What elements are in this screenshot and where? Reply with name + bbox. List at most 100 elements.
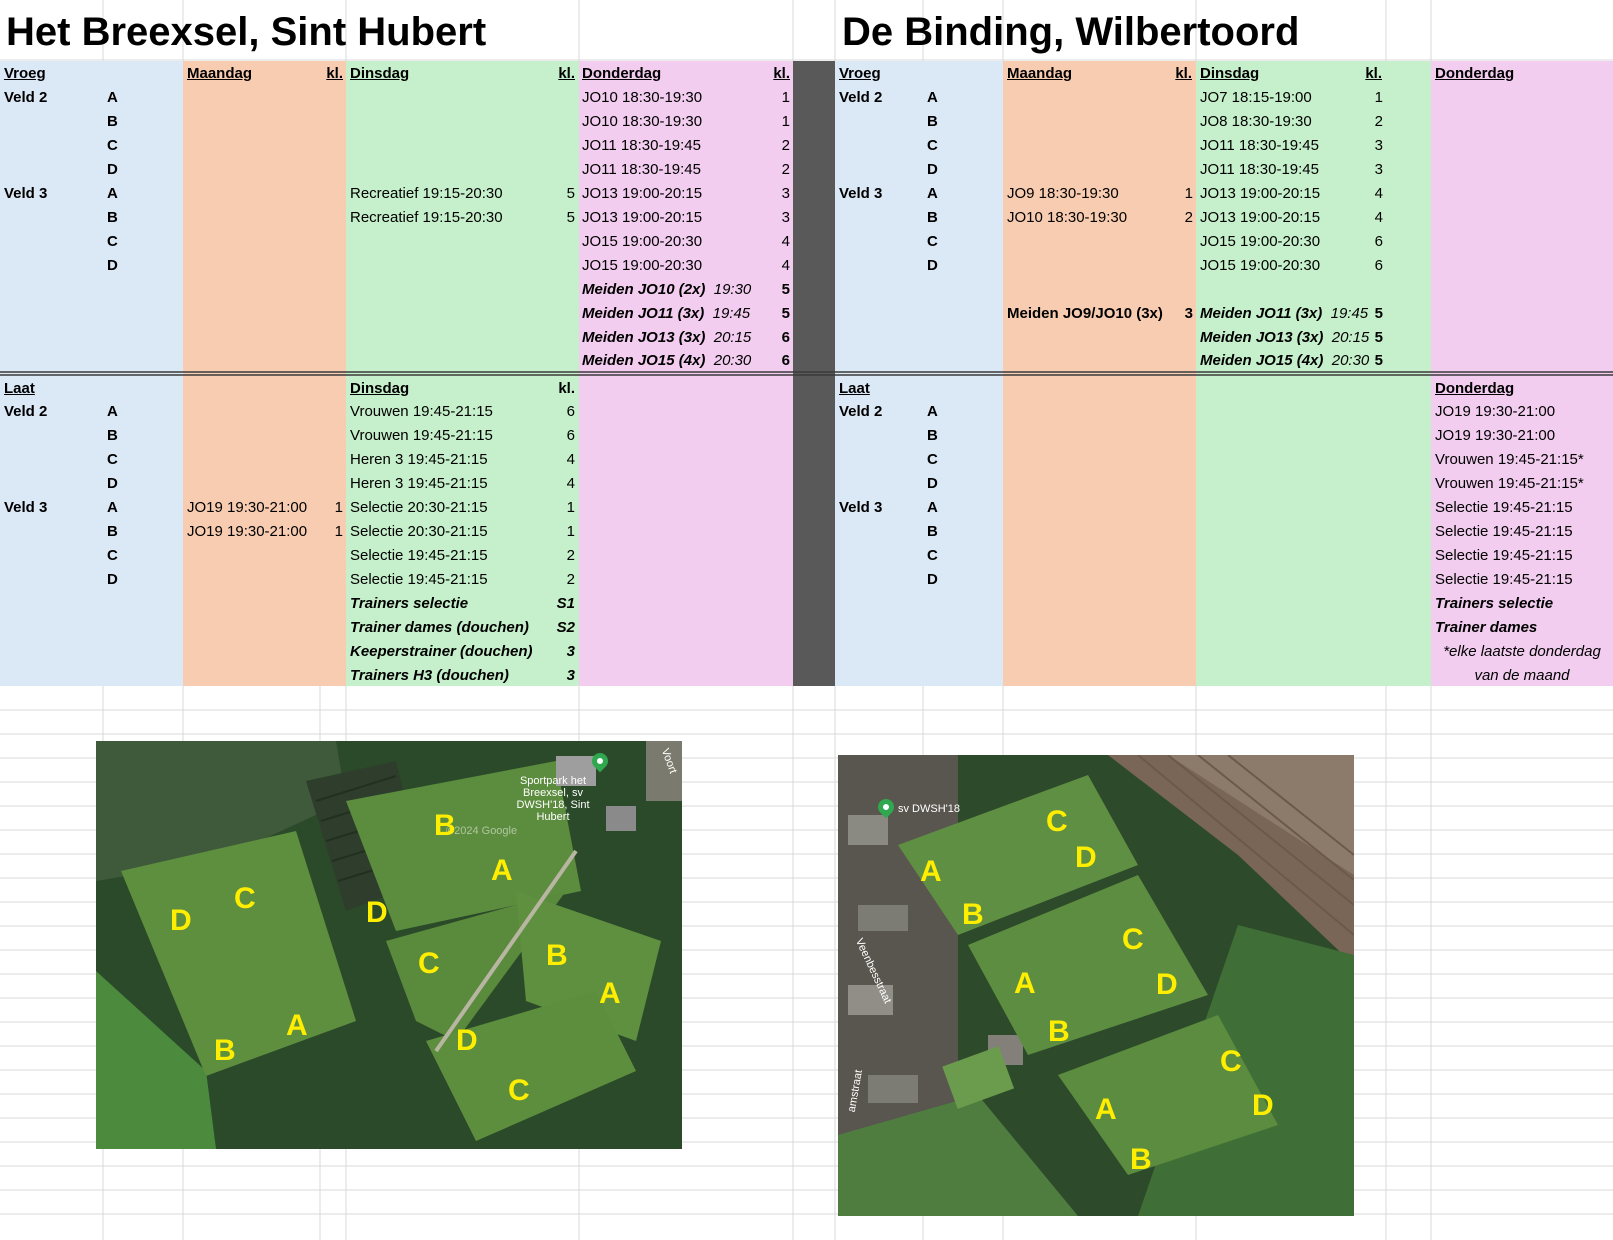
field-letter: A [107,185,118,202]
field-letter: C [927,547,938,564]
training-slot: JO10 18:30-19:30 [582,113,703,130]
training-slot: Heren 3 19:45-21:15 [350,451,488,468]
field-letter: C [927,137,938,154]
class-number: 1 [566,523,575,540]
meiden-time: 20:15 [1331,329,1370,346]
field-label: C [1046,805,1068,838]
field-letter: A [107,89,118,106]
field-label: A [599,977,621,1010]
training-slot: JO19 19:30-21:00 [187,523,308,540]
class-number: 4 [1374,209,1383,226]
class-number: 5 [1374,305,1383,322]
binding-title: De Binding, Wilbertoord [842,10,1300,54]
field-label: C [418,947,440,980]
class-number: 4 [1374,185,1383,202]
training-slot: JO19 19:30-21:00 [187,499,308,516]
dinsdag-header: Dinsdag [1200,65,1260,82]
class-number: 1 [566,499,575,516]
veld-label: Veld 3 [4,499,48,516]
field-label: D [1156,968,1178,1001]
meiden-slot: Meiden JO15 (4x) 20:30 [1200,349,1369,373]
class-number: 5 [566,185,575,202]
training-slot: JO13 19:00-20:15 [582,185,703,202]
donderdag-header: Donderdag [1435,380,1515,397]
veld-label: Veld 3 [4,185,48,202]
class-number: 1 [1184,185,1193,202]
field-letter: D [927,571,938,588]
training-slot: JO15 19:00-20:30 [582,233,703,250]
field-letter: D [107,257,118,274]
field-letter: A [927,185,938,202]
vroeg-header: Vroeg [4,65,46,82]
class-number: 2 [1374,113,1383,130]
laat-header: Laat [4,380,35,397]
training-slot: JO8 18:30-19:30 [1200,113,1312,130]
field-letter: B [107,427,118,444]
field-label: B [214,1034,236,1067]
class-number: 3 [566,667,575,684]
class-number: 2 [1184,209,1193,226]
trainer-slot: Trainers selectie [1435,595,1554,612]
kl-header: kl. [558,380,575,397]
field-letter: C [107,233,118,250]
training-slot: Selectie 19:45-21:15 [1435,523,1573,540]
field-label: B [1048,1015,1070,1048]
place-label: Sportpark het Breexsel, sv DWSH'18, Sint… [516,775,590,823]
class-number: 1 [781,89,790,106]
trainer-slot: Trainers H3 (douchen) [350,667,509,684]
trainer-slot: Keeperstrainer (douchen) [350,643,533,660]
field-letter: D [927,257,938,274]
field-letter: C [107,547,118,564]
meiden-slot: Meiden JO13 (3x) 20:15 [582,326,751,350]
training-slot: Vrouwen 19:45-21:15 [350,403,493,420]
kl-header: kl. [558,65,575,82]
class-number: 5 [781,305,790,322]
training-slot: Vrouwen 19:45-21:15 [350,427,493,444]
class-number: 1 [334,499,343,516]
class-number: S1 [556,595,575,612]
class-number: 3 [781,185,790,202]
field-letter: B [927,113,938,130]
class-number: 2 [566,571,575,588]
training-slot: JO13 19:00-20:15 [582,209,703,226]
meiden-slot: Meiden JO15 (4x) 20:30 [582,349,751,373]
meiden-time: 20:15 [713,329,752,346]
training-slot: JO7 18:15-19:00 [1200,89,1312,106]
kl-header: kl. [326,65,343,82]
class-number: 5 [566,209,575,226]
field-label: A [286,1009,308,1042]
meiden-team: Meiden JO11 (3x) [1200,305,1323,322]
binding-aerial-map: sv DWSH'18 Veenbesstraat amstraat C D A … [838,755,1354,1216]
training-slot: JO11 18:30-19:45 [1200,137,1319,154]
field-label: B [1130,1143,1152,1176]
vroeg-header: Vroeg [839,65,881,82]
meiden-time: 19:30 [713,281,752,298]
field-label: C [508,1074,530,1107]
training-slot: Recreatief 19:15-20:30 [350,209,503,226]
veld-label: Veld 3 [839,185,883,202]
class-number: 4 [566,475,575,492]
meiden-team: Meiden JO15 (4x) [1200,352,1324,369]
meiden-slot: Meiden JO11 (3x) 19:45 [582,302,750,326]
field-letter: B [107,113,118,130]
field-label: D [366,896,388,929]
class-number: 2 [566,547,575,564]
veld-label: Veld 2 [839,403,883,420]
veld-label: Veld 2 [4,403,48,420]
class-number: 6 [566,403,575,420]
field-letter: A [927,403,938,420]
laat-header: Laat [839,380,870,397]
training-slot: Selectie 19:45-21:15 [1435,499,1573,516]
class-number: 6 [1374,233,1383,250]
meiden-slot: Meiden JO9/JO10 (3x) [1007,305,1163,322]
field-label: A [1014,967,1036,1000]
field-label: A [920,855,942,888]
training-slot: Selectie 20:30-21:15 [350,499,488,516]
field-label: D [1075,841,1097,874]
class-number: 2 [781,137,790,154]
veld-label: Veld 2 [4,89,48,106]
field-label: D [1252,1089,1274,1122]
field-letter: C [107,451,118,468]
field-letter: B [107,209,118,226]
field-label: A [1095,1093,1117,1126]
